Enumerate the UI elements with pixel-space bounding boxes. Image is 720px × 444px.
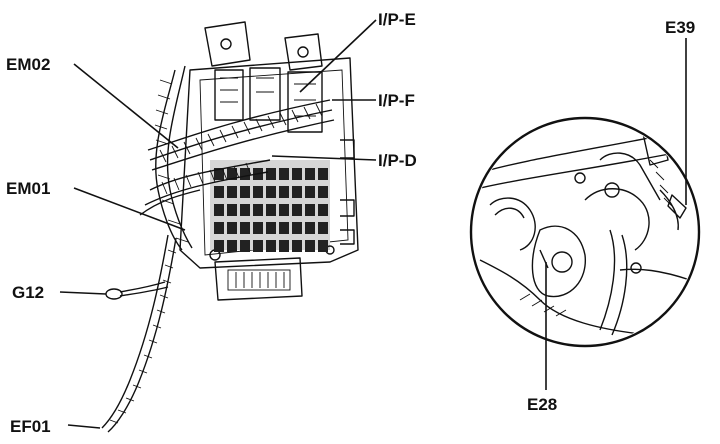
fuse: [305, 168, 315, 180]
fuse: [266, 186, 276, 198]
fuse: [266, 222, 276, 234]
fuse: [305, 240, 315, 252]
fuse: [214, 204, 224, 216]
fuse: [279, 204, 289, 216]
fuse: [292, 222, 302, 234]
label-em01: EM01: [6, 179, 50, 198]
fuse: [227, 222, 237, 234]
fuse: [214, 186, 224, 198]
fuse: [318, 186, 328, 198]
fuse: [292, 186, 302, 198]
fuse: [318, 204, 328, 216]
fuse: [227, 168, 237, 180]
fuse: [292, 168, 302, 180]
fuse: [305, 204, 315, 216]
fuse: [305, 222, 315, 234]
fuse: [253, 222, 263, 234]
fuse: [240, 204, 250, 216]
fuse: [227, 240, 237, 252]
fuse: [279, 240, 289, 252]
label-em02: EM02: [6, 55, 50, 74]
fuse: [240, 186, 250, 198]
label-ip-e: I/P-E: [378, 10, 416, 29]
fuse: [292, 240, 302, 252]
junction-box: [179, 21, 359, 301]
label-ef01: EF01: [10, 417, 51, 436]
fuse: [214, 240, 224, 252]
label-g12: G12: [12, 283, 44, 302]
fuse: [240, 240, 250, 252]
fuse: [292, 204, 302, 216]
fuse: [240, 222, 250, 234]
wiring-harness: [101, 65, 335, 433]
label-e28: E28: [527, 395, 557, 414]
fuse: [279, 222, 289, 234]
fuse: [214, 168, 224, 180]
fuse: [227, 186, 237, 198]
fuse: [279, 168, 289, 180]
fuse: [318, 222, 328, 234]
fuse: [266, 168, 276, 180]
fuse: [214, 222, 224, 234]
label-e39: E39: [665, 18, 695, 37]
fuse: [266, 204, 276, 216]
fuse: [253, 186, 263, 198]
fuse: [240, 168, 250, 180]
fuse: [305, 186, 315, 198]
label-ip-d: I/P-D: [378, 151, 417, 170]
fuse: [318, 168, 328, 180]
leader-lines-left: [59, 19, 377, 429]
fuse: [253, 240, 263, 252]
fuse: [253, 204, 263, 216]
fuse: [227, 204, 237, 216]
detail-circle: [469, 38, 701, 390]
fuse: [318, 240, 328, 252]
fuse-grid: [214, 168, 328, 252]
fuse: [279, 186, 289, 198]
label-ip-f: I/P-F: [378, 91, 415, 110]
fuse: [266, 240, 276, 252]
